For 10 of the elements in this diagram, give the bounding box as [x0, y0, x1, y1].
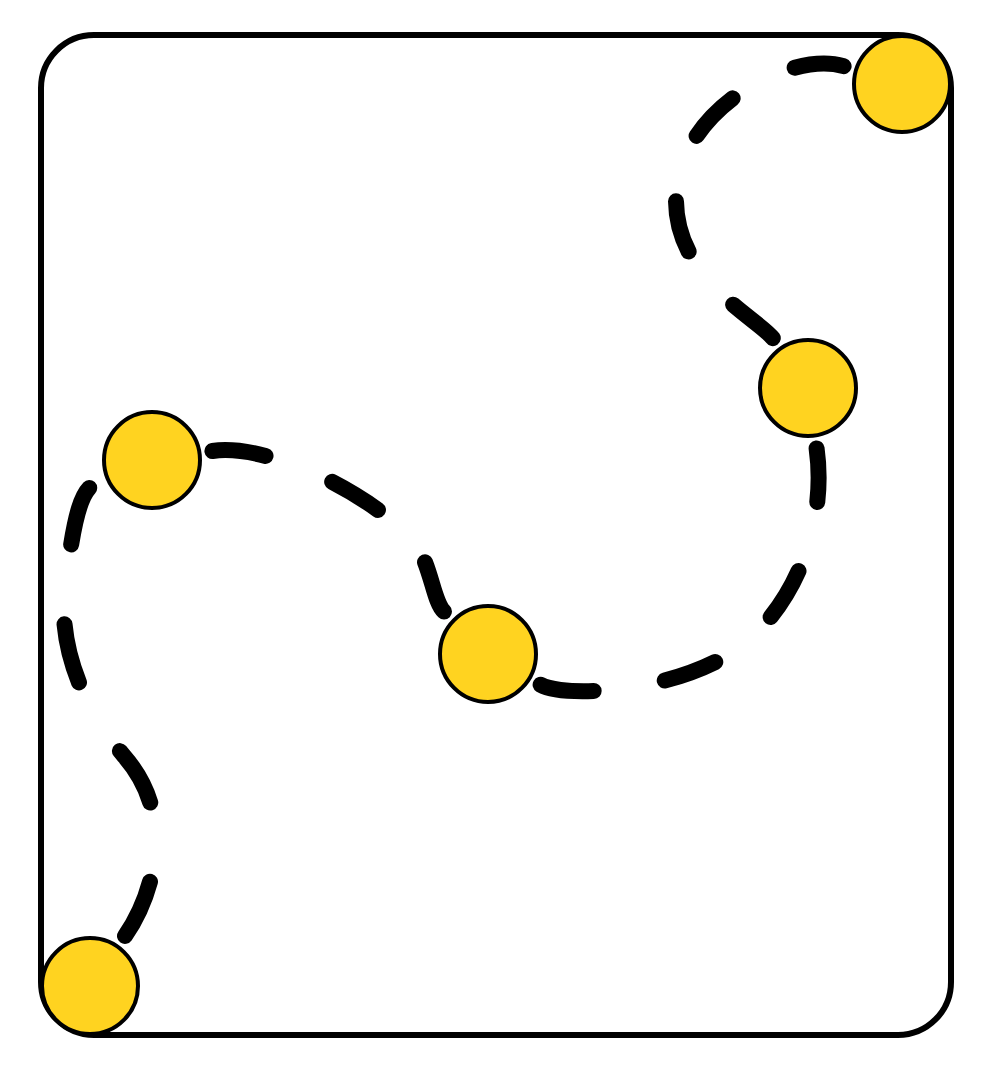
dashed-connector [204, 442, 452, 620]
rounded-frame [38, 32, 954, 1038]
dashed-connector [532, 440, 827, 700]
waypoint-dot [438, 604, 538, 704]
dashed-connector [55, 475, 164, 944]
waypoint-dot [758, 338, 858, 438]
waypoint-dot [40, 936, 140, 1036]
waypoint-dot [102, 410, 202, 510]
dashed-connector [668, 55, 852, 347]
waypoint-dot [852, 34, 952, 134]
